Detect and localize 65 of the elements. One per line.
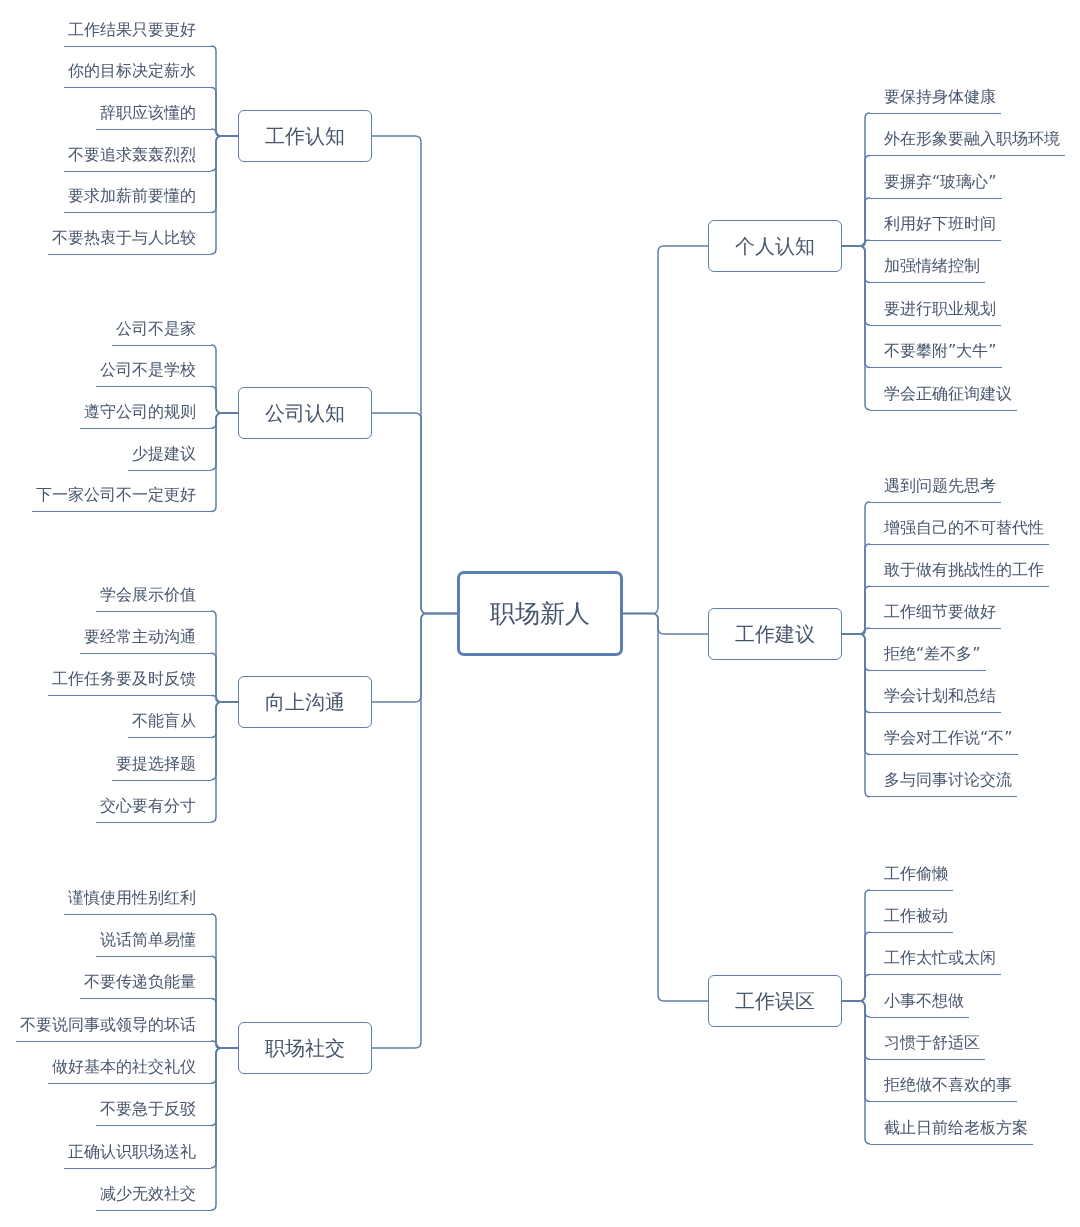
underlined-subtopic: 学会展示价值: [96, 581, 211, 612]
underlined-subtopic: 截止日前给老板方案: [870, 1114, 1033, 1145]
underlined-subtopic: 不要急于反驳: [96, 1096, 211, 1127]
underlined-subtopic: 利用好下班时间: [870, 210, 1001, 241]
underlined-subtopic: 交心要有分寸: [96, 792, 211, 823]
underlined-subtopic: 要摒弃“玻璃心”: [870, 168, 1002, 199]
connector-line: [371, 612, 458, 1049]
underlined-subtopic: 要经常主动沟通: [80, 623, 211, 654]
underlined-subtopic: 减少无效社交: [96, 1180, 211, 1211]
topic-box: 工作误区: [708, 975, 842, 1027]
underlined-subtopic: 工作太忙或太闲: [870, 945, 1001, 976]
underlined-subtopic: 小事不想做: [870, 987, 969, 1018]
underlined-subtopic: 做好基本的社交礼仪: [48, 1053, 211, 1084]
connector-line: [841, 633, 871, 798]
underlined-subtopic: 学会对工作说“不”: [870, 725, 1018, 756]
underlined-subtopic: 不要追求轰轰烈烈: [64, 141, 211, 172]
underlined-subtopic: 要提选择题: [112, 750, 211, 781]
underlined-subtopic: 外在形象要融入职场环境: [870, 126, 1065, 157]
connector-line: [210, 135, 239, 255]
underlined-subtopic: 不要说同事或领导的坏话: [16, 1011, 211, 1042]
underlined-subtopic: 公司不是学校: [96, 357, 211, 388]
underlined-subtopic: 学会正确征询建议: [870, 380, 1017, 411]
underlined-subtopic: 说话简单易懂: [96, 927, 211, 958]
topic-box: 工作建议: [708, 608, 842, 660]
central-topic-box: 职场新人: [457, 571, 623, 656]
underlined-subtopic: 工作细节要做好: [870, 599, 1001, 630]
underlined-subtopic: 拒绝做不喜欢的事: [870, 1072, 1017, 1103]
underlined-subtopic: 不要热衷于与人比较: [48, 224, 211, 255]
connector-line: [210, 701, 239, 823]
underlined-subtopic: 遵守公司的规则: [80, 398, 211, 429]
topic-box: 个人认知: [708, 220, 842, 272]
underlined-subtopic: 工作偷懒: [870, 860, 953, 891]
underlined-subtopic: 工作任务要及时反馈: [48, 666, 211, 697]
underlined-subtopic: 辞职应该懂的: [96, 99, 211, 130]
underlined-subtopic: 增强自己的不可替代性: [870, 514, 1049, 545]
connector-line: [210, 1047, 239, 1211]
connector-line: [841, 1000, 871, 1145]
underlined-subtopic: 拒绝“差不多”: [870, 641, 986, 672]
underlined-subtopic: 要求加薪前要懂的: [64, 183, 211, 214]
connector-line: [841, 245, 871, 411]
topic-box: 向上沟通: [238, 676, 372, 728]
topic-box: 公司认知: [238, 387, 372, 439]
underlined-subtopic: 多与同事讨论交流: [870, 767, 1017, 798]
underlined-subtopic: 敢于做有挑战性的工作: [870, 556, 1049, 587]
underlined-subtopic: 要进行职业规划: [870, 295, 1001, 326]
underlined-subtopic: 加强情绪控制: [870, 253, 985, 284]
underlined-subtopic: 正确认识职场送礼: [64, 1138, 211, 1169]
underlined-subtopic: 不要传递负能量: [80, 969, 211, 1000]
underlined-subtopic: 要保持身体健康: [870, 83, 1001, 114]
underlined-subtopic: 公司不是家: [112, 315, 211, 346]
underlined-subtopic: 谨慎使用性别红利: [64, 884, 211, 915]
underlined-subtopic: 少提建议: [128, 440, 211, 471]
underlined-subtopic: 学会计划和总结: [870, 683, 1001, 714]
underlined-subtopic: 习惯于舒适区: [870, 1029, 985, 1060]
topic-box: 职场社交: [238, 1022, 372, 1074]
underlined-subtopic: 遇到问题先思考: [870, 472, 1001, 503]
underlined-subtopic: 不要攀附”大牛”: [870, 338, 1002, 369]
underlined-subtopic: 工作被动: [870, 903, 953, 934]
underlined-subtopic: 工作结果只要更好: [64, 16, 211, 47]
underlined-subtopic: 不能盲从: [128, 708, 211, 739]
connector-line: [622, 612, 709, 1002]
underlined-subtopic: 你的目标决定薪水: [64, 58, 211, 89]
underlined-subtopic: 下一家公司不一定更好: [32, 482, 211, 513]
connector-line: [210, 412, 239, 513]
topic-box: 工作认知: [238, 110, 372, 162]
